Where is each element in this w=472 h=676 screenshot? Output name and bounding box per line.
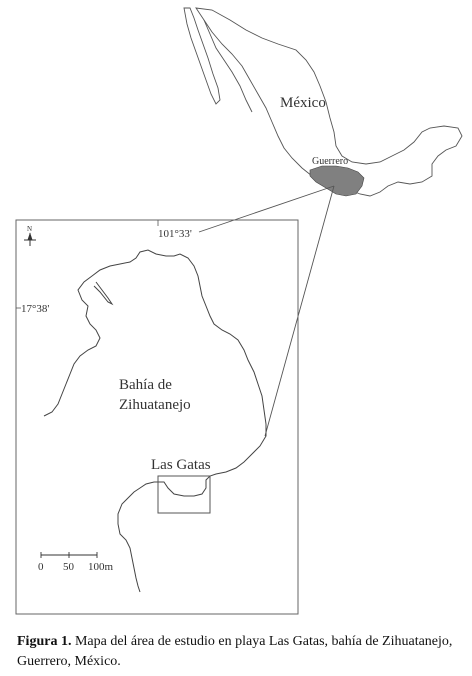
guerrero-state-shape xyxy=(309,165,365,197)
coastline xyxy=(43,249,267,593)
figure-caption-text: Mapa del área de estudio en playa Las Ga… xyxy=(17,634,453,669)
scale-tick-0: 0 xyxy=(38,561,44,573)
site-label: Las Gatas xyxy=(151,457,211,473)
longitude-label: 101°33' xyxy=(158,228,192,240)
inset-connector-lines xyxy=(198,185,335,437)
bay-label-line2: Zihuatanejo xyxy=(119,397,191,413)
north-label: N xyxy=(27,225,32,233)
baja-california-outline xyxy=(183,7,221,105)
country-label: México xyxy=(280,95,326,111)
study-area-map: México Guerrero N 101°33' 17°38' Bahía d… xyxy=(15,7,463,615)
mexico-outline xyxy=(195,7,463,197)
gulf-of-california-coast xyxy=(203,19,253,113)
scale-bar xyxy=(40,552,98,558)
scale-tick-100m: 100m xyxy=(88,561,114,573)
connector-line-left xyxy=(198,185,335,233)
mexico-inset xyxy=(183,7,463,197)
study-site-box xyxy=(157,475,211,514)
figure-caption-label: Figura 1. xyxy=(17,634,72,649)
north-arrow-icon xyxy=(24,232,36,246)
bay-label-line1: Bahía de xyxy=(119,377,172,393)
latitude-label: 17°38' xyxy=(21,303,49,315)
state-label: Guerrero xyxy=(312,156,348,167)
scale-tick-50: 50 xyxy=(63,561,75,573)
connector-line-right xyxy=(264,185,335,437)
main-map-frame xyxy=(15,219,299,615)
figure-caption: Figura 1. Mapa del área de estudio en pl… xyxy=(17,632,462,672)
coastline-spit xyxy=(93,281,114,306)
